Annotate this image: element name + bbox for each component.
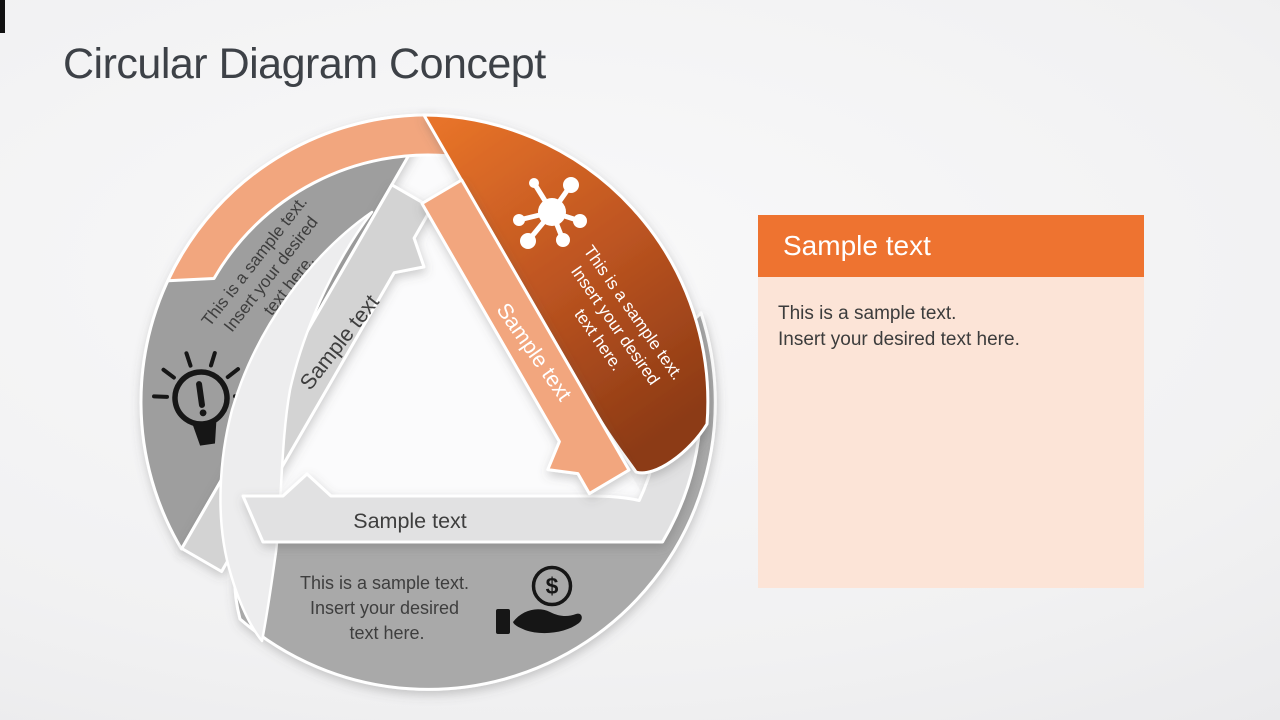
network-hub-icon (513, 177, 587, 249)
petal-text: This is a sample text. Insert your desir… (300, 573, 474, 643)
card-header: Sample text (758, 215, 1144, 277)
card-body-line: Insert your desired text here. (778, 329, 1020, 350)
ribbon-tail (166, 113, 455, 283)
inner-triangle (186, 122, 670, 542)
slide-corner-mark (0, 0, 5, 33)
segment-upper-right[interactable]: This is a sample text. Insert your desir… (166, 113, 710, 496)
ribbon-band (420, 178, 631, 496)
card-title: Sample text (783, 230, 931, 261)
slide-title[interactable]: Circular Diagram Concept (63, 40, 546, 88)
svg-text:$: $ (546, 573, 559, 599)
petal-shape (422, 113, 710, 475)
card-body-line: This is a sample text. (778, 303, 957, 324)
card-body: This is a sample text. Insert your desir… (758, 277, 1144, 588)
coin-hand-icon: $ (496, 565, 582, 634)
band-label: Sample text (353, 509, 467, 533)
sample-text-card[interactable]: Sample text This is a sample text. Inser… (758, 215, 1144, 588)
